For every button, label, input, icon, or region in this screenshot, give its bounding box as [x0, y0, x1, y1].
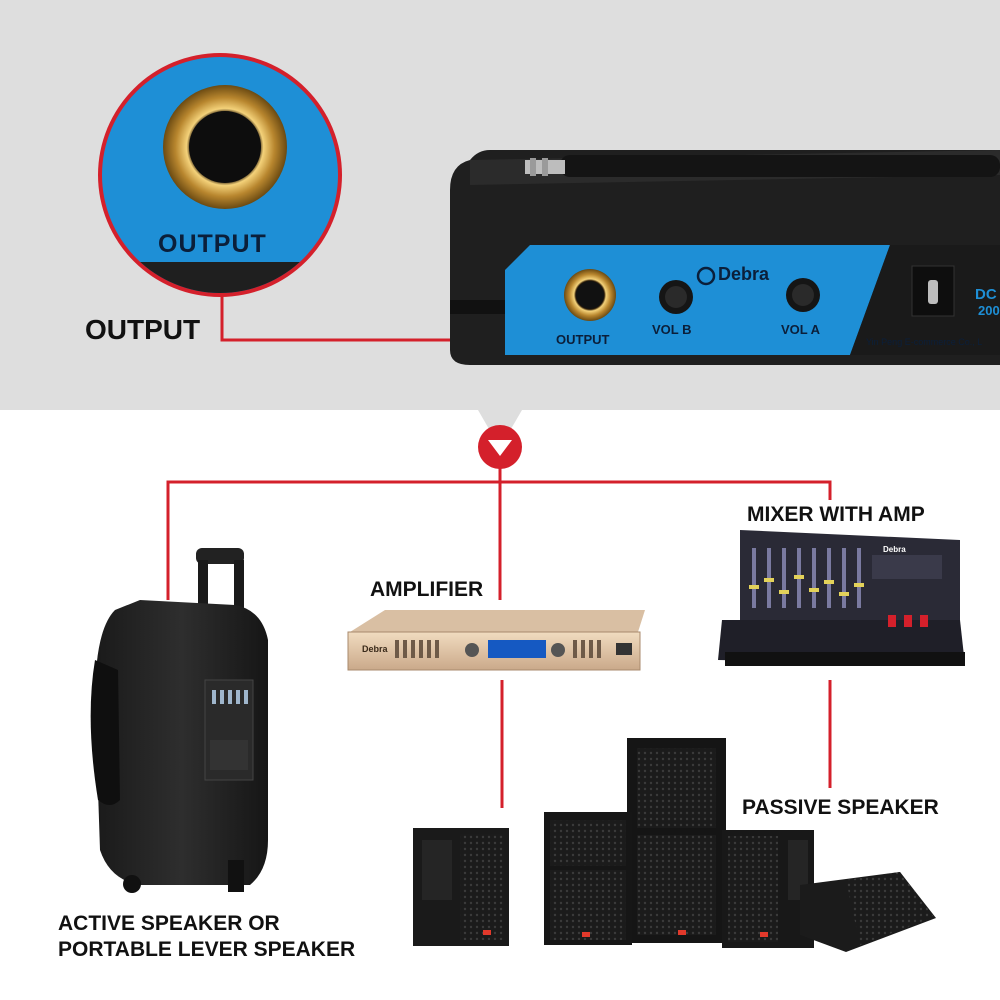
- mixer-label: MIXER WITH AMP: [747, 503, 925, 526]
- active-speaker-label-line2: PORTABLE LEVER SPEAKER: [58, 938, 356, 961]
- amplifier-label: AMPLIFIER: [370, 578, 484, 601]
- callout-line: [220, 296, 450, 342]
- connection-lines: [166, 468, 832, 808]
- mixer-brand: Debra: [883, 545, 906, 554]
- output-label: OUTPUT: [85, 314, 201, 345]
- receiver-knob-a-label: VOL A: [781, 322, 821, 337]
- receiver-knob-b-label: VOL B: [652, 322, 692, 337]
- receiver-brand-logo: Debra: [718, 264, 770, 284]
- passive-speaker-label: PASSIVE SPEAKER: [742, 796, 939, 819]
- active-speaker-device: [90, 548, 268, 893]
- zoom-output-label: OUTPUT: [158, 230, 267, 258]
- receiver-maker-text: Yin Peng E-commerce Co., L: [866, 337, 983, 347]
- receiver-device: [450, 150, 1000, 365]
- active-speaker-label-line1: ACTIVE SPEAKER OR: [58, 912, 280, 935]
- receiver-dc-label: DC: [975, 286, 997, 303]
- passive-speakers-device: [413, 738, 936, 952]
- amplifier-device: [347, 610, 645, 671]
- amplifier-brand: Debra: [362, 644, 388, 654]
- mixer-device: [718, 530, 965, 666]
- receiver-jack-label: OUTPUT: [556, 332, 610, 347]
- zoom-callout: [98, 53, 342, 297]
- receiver-dc-sub: 200: [978, 303, 1000, 318]
